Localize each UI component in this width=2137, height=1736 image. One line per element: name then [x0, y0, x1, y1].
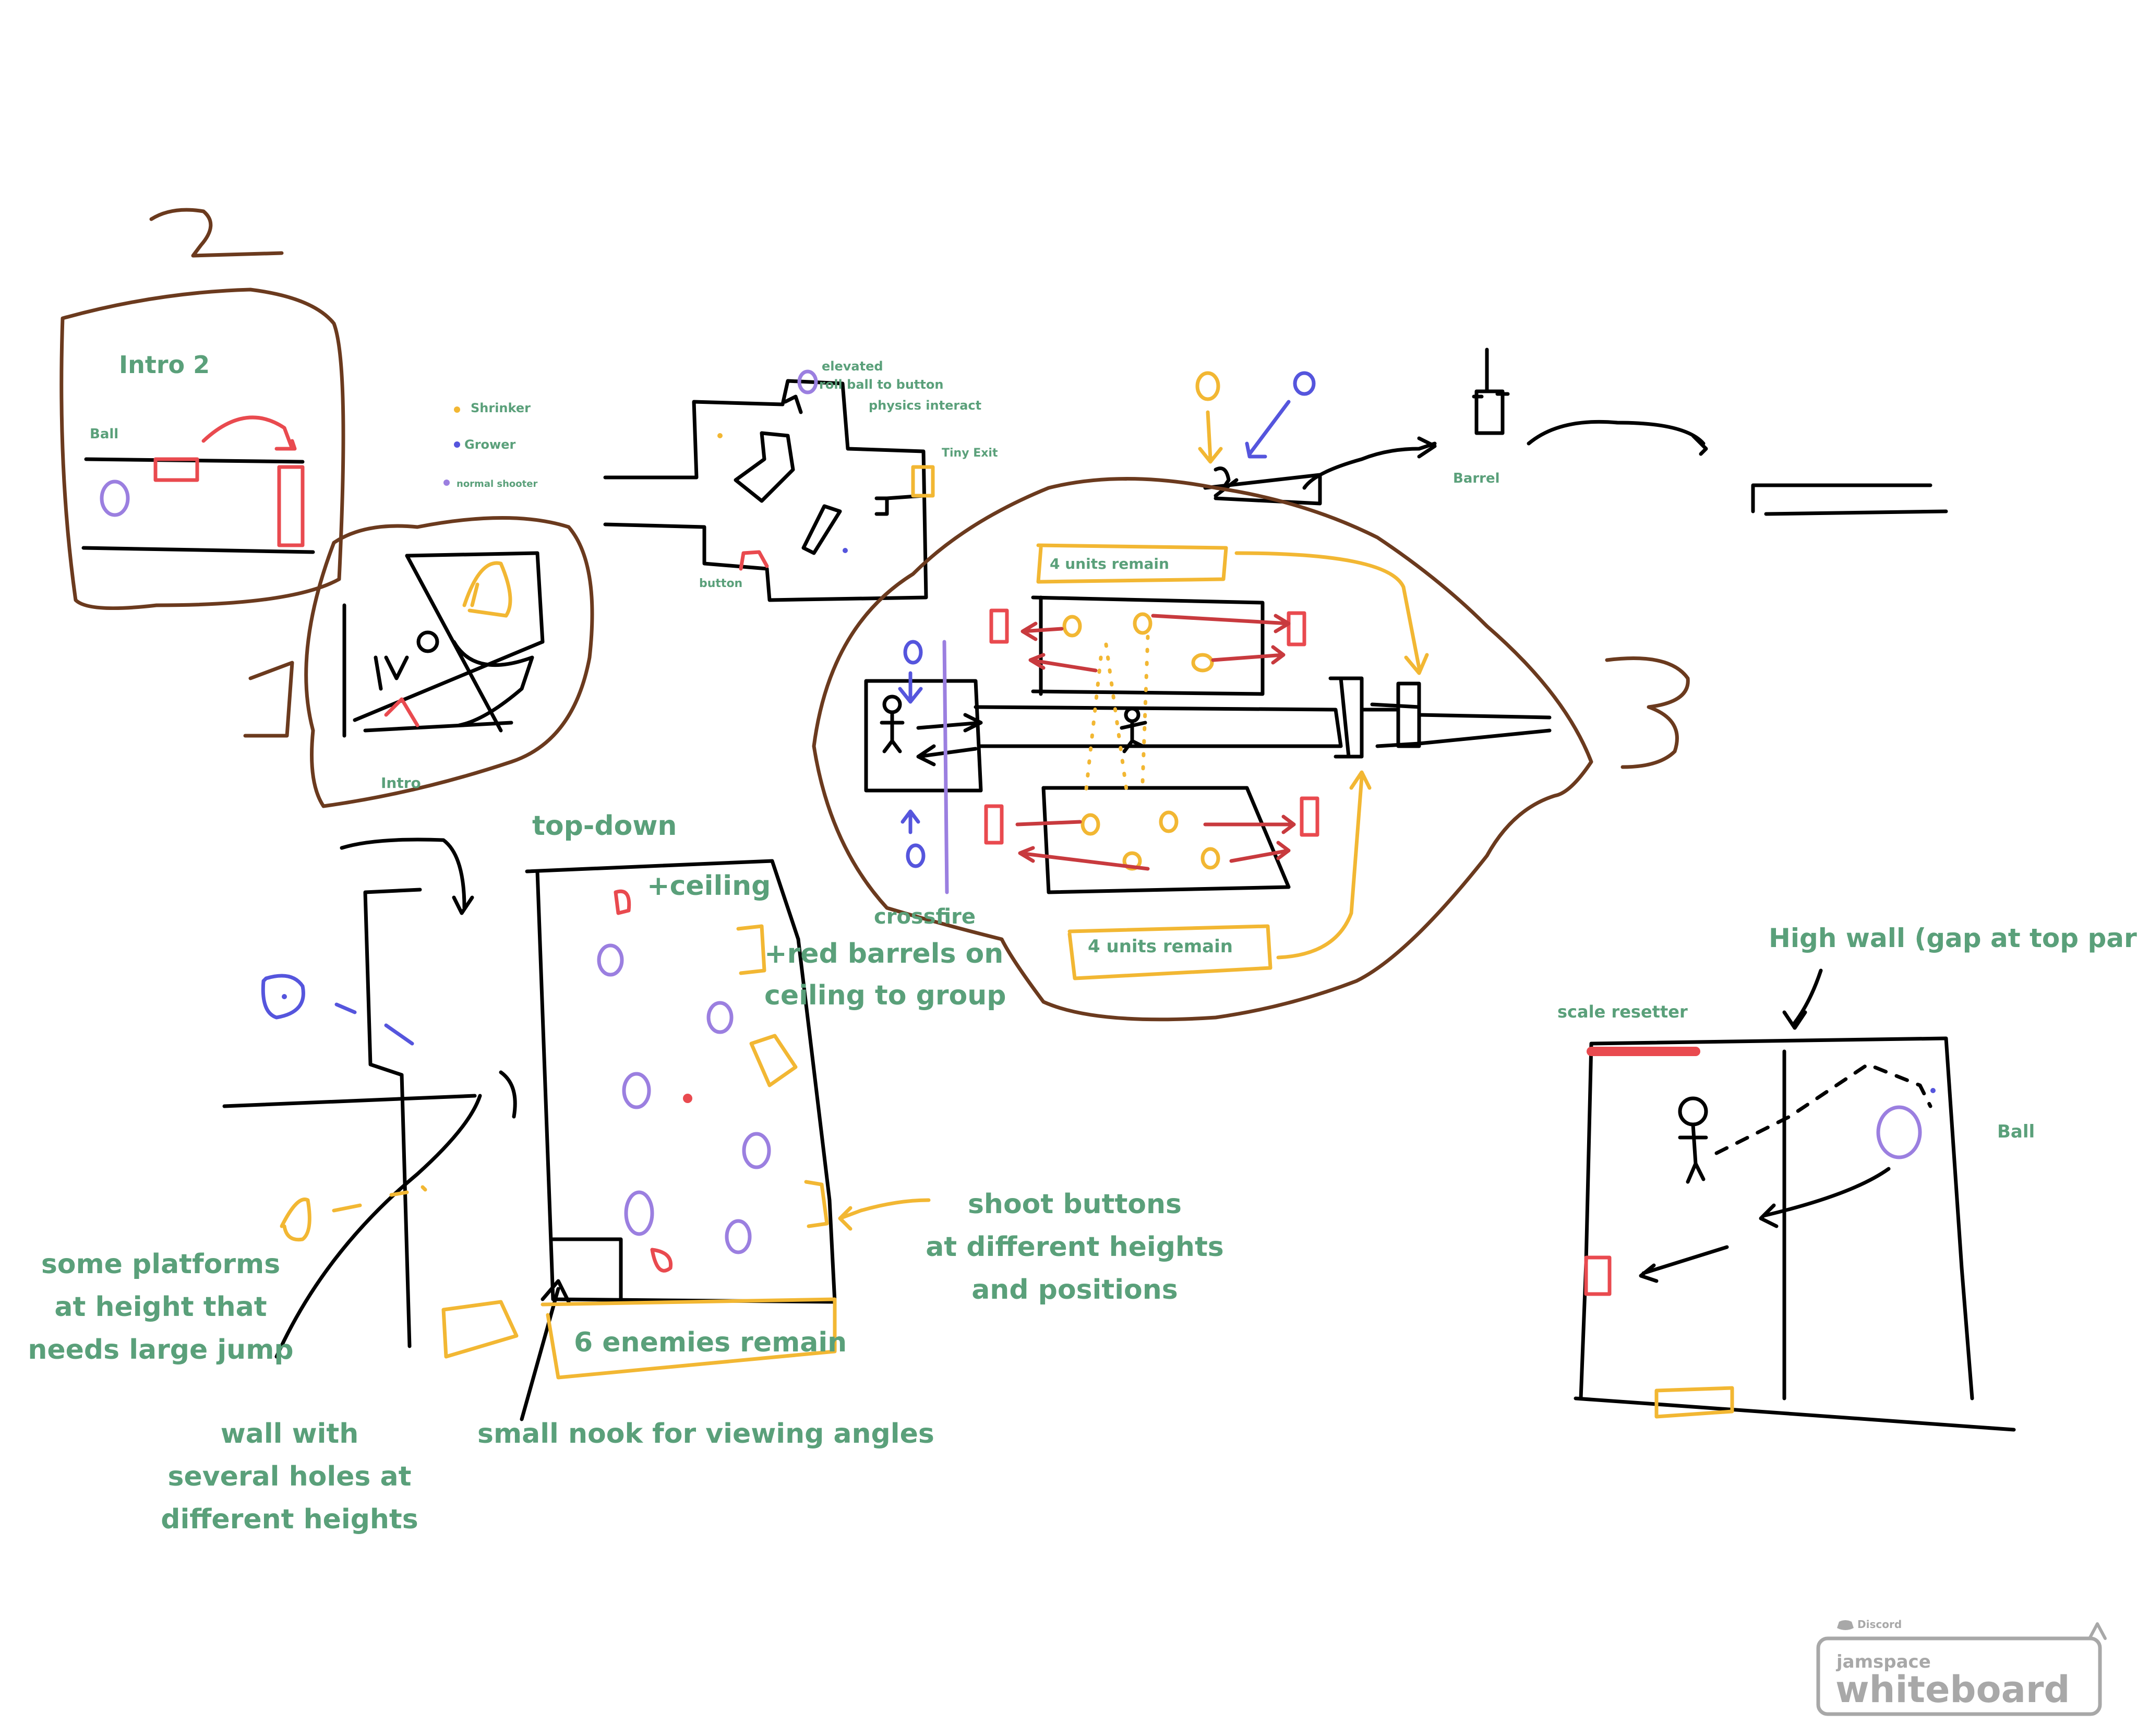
barrel-sequence — [1195, 348, 1948, 516]
number-1-sketch — [243, 661, 294, 738]
number-3-sketch — [1605, 656, 1690, 769]
label-top-down: top-down — [532, 810, 677, 842]
watermark-jamspace: jamspace — [1835, 1651, 1931, 1672]
shooter-legend — [443, 406, 460, 486]
label-high-wall: High wall (gap at top part) — [1769, 923, 2137, 953]
label-ceiling: +ceiling — [647, 870, 771, 902]
label-elevated: elevated — [822, 359, 883, 374]
label-red-barrels-2: ceiling to group — [764, 980, 1006, 1011]
label-shoot-1: shoot buttons — [968, 1189, 1182, 1220]
label-wall-3: different heights — [161, 1504, 418, 1535]
label-wall-2: several holes at — [168, 1461, 412, 1492]
label-wall-1: wall with — [221, 1418, 359, 1450]
barrel-icon — [1396, 681, 1421, 748]
label-platforms-2: at height that — [54, 1291, 267, 1323]
label-roll-ball: roll ball to button — [819, 377, 943, 392]
label-intro: Intro — [381, 774, 421, 792]
label-shrinker: Shrinker — [471, 401, 531, 415]
label-normal-shooter: normal shooter — [457, 478, 537, 489]
watermark-discord: Discord — [1857, 1618, 1902, 1631]
elevated-level-sketch — [603, 369, 935, 602]
label-grower: Grower — [464, 437, 515, 452]
ball-icon — [100, 480, 130, 517]
discord-icon — [1837, 1620, 1854, 1630]
tiny-exit-marker — [911, 465, 935, 498]
label-crossfire: crossfire — [874, 905, 976, 929]
label-platforms-3: needs large jump — [28, 1334, 293, 1366]
label-platforms-1: some platforms — [41, 1249, 280, 1280]
watermark-whiteboard: whiteboard — [1835, 1668, 2070, 1711]
label-tiny-exit: Tiny Exit — [942, 447, 998, 460]
shrinker-dot — [454, 406, 460, 413]
label-intro2: Intro 2 — [119, 351, 210, 379]
grower-dot — [454, 441, 460, 448]
label-shoot-3: and positions — [971, 1274, 1178, 1306]
normal-shooter-dot — [443, 480, 450, 486]
label-nook: small nook for viewing angles — [477, 1418, 934, 1450]
crossfire-room — [812, 477, 1593, 1022]
intro-room — [304, 516, 594, 808]
intro2-room — [59, 288, 345, 610]
number-2-sketch — [149, 208, 284, 258]
label-ball-right: Ball — [1997, 1121, 2035, 1142]
high-wall-level — [1574, 968, 2016, 1432]
label-units-top: 4 units remain — [1050, 555, 1169, 572]
top-down-level — [222, 837, 931, 1421]
label-button: button — [699, 577, 742, 590]
ball-icon — [1876, 1105, 1922, 1159]
label-units-bottom: 4 units remain — [1088, 936, 1233, 957]
label-ball: Ball — [90, 426, 118, 442]
label-enemies-remain: 6 enemies remain — [574, 1327, 847, 1358]
jamspace-watermark: Discord jamspace whiteboard — [1816, 1618, 2107, 1716]
label-red-barrels-1: +red barrels on — [764, 938, 1003, 969]
label-physics-interact: physics interact — [869, 398, 981, 413]
barrel-icon — [1474, 389, 1505, 435]
label-barrel: Barrel — [1453, 471, 1500, 486]
label-scale-resetter: scale resetter — [1557, 1002, 1688, 1022]
label-shoot-2: at different heights — [926, 1231, 1224, 1263]
